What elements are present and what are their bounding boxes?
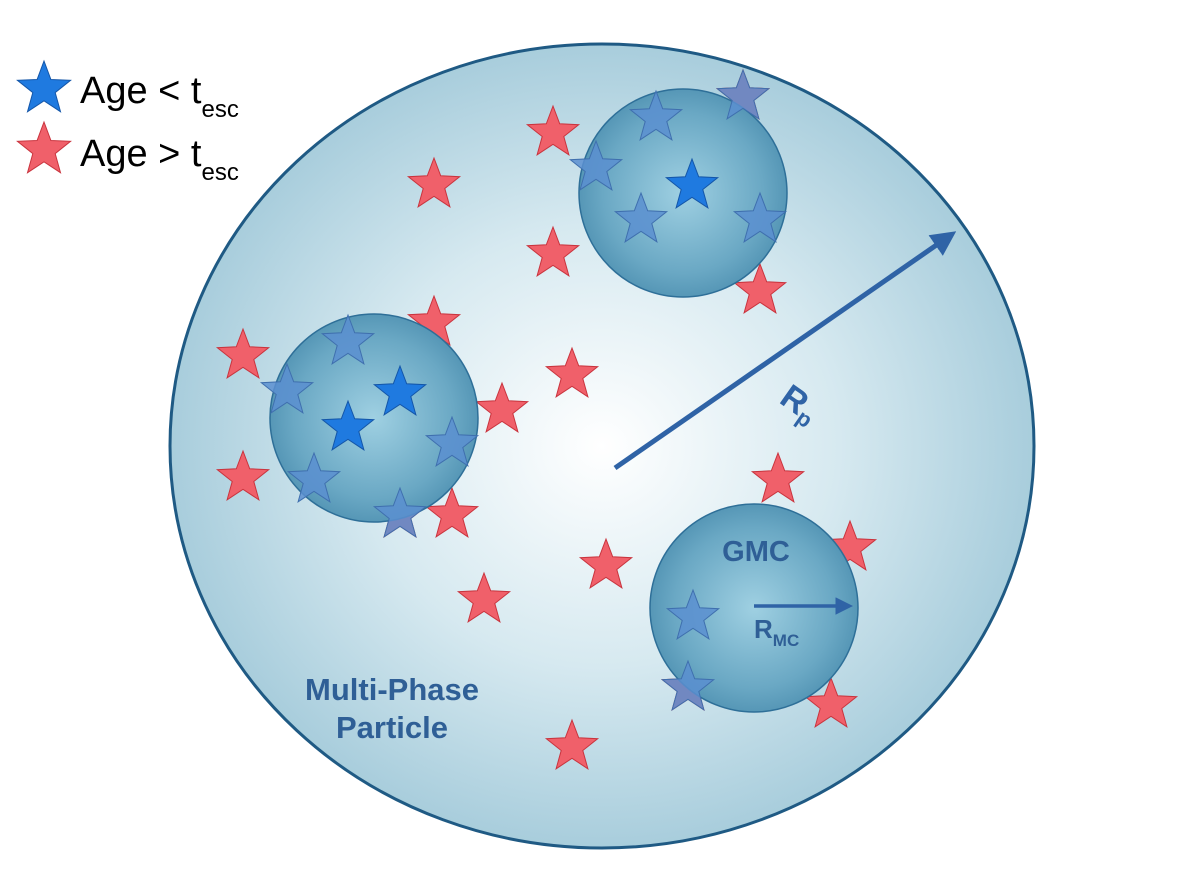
embedded-star-icon: [259, 362, 315, 414]
embedded-star-icon: [665, 588, 721, 640]
embedded-star-icon: [715, 68, 771, 120]
old-star-icon: [732, 262, 788, 314]
embedded-star-icon: [424, 415, 480, 467]
old-star-icon: [215, 449, 271, 501]
old-star-icon: [406, 156, 462, 208]
embedded-star-icon: [320, 313, 376, 365]
red-star-icon: [16, 120, 72, 174]
blue-star-icon: [16, 59, 72, 113]
embedded-star-icon: [613, 191, 669, 243]
embedded-star-icon: [372, 486, 428, 538]
old-star-icon: [525, 104, 581, 156]
old-star-icon: [578, 537, 634, 589]
gmc-cloud-bottom: [649, 503, 859, 713]
embedded-star-icon: [628, 89, 684, 141]
cloud-stars-group: [259, 68, 788, 711]
embedded-star-icon: [660, 659, 716, 711]
young-star-icon: [320, 399, 376, 451]
gmc-label: GMC: [722, 536, 790, 568]
embedded-star-icon: [732, 191, 788, 243]
young-star-icon: [664, 157, 720, 209]
old-star-icon: [544, 346, 600, 398]
gmc-cloud-left: [269, 313, 479, 523]
old-star-icon: [474, 381, 530, 433]
embedded-star-icon: [286, 451, 342, 503]
old-star-icon: [424, 486, 480, 538]
blue-star-icon: [16, 59, 72, 113]
legend: Age < tesc Age > tesc: [16, 59, 239, 186]
legend-old-label: Age > tesc: [80, 133, 239, 186]
old-star-icon: [456, 571, 512, 623]
rmc-label: RMC: [754, 614, 799, 650]
red-star-icon: [16, 120, 72, 174]
old-star-icon: [544, 718, 600, 770]
old-star-icon: [525, 225, 581, 277]
old-star-icon: [215, 327, 271, 379]
particle-label-line2: Particle: [336, 710, 448, 745]
embedded-star-icon: [568, 139, 624, 191]
old-stars-group: [215, 68, 878, 770]
rp-arrow: [613, 231, 957, 471]
particle-label-line1: Multi-Phase: [305, 672, 479, 707]
legend-young-label: Age < tesc: [80, 70, 239, 123]
old-star-icon: [750, 451, 806, 503]
young-star-icon: [372, 364, 428, 416]
old-star-icon: [803, 676, 859, 728]
